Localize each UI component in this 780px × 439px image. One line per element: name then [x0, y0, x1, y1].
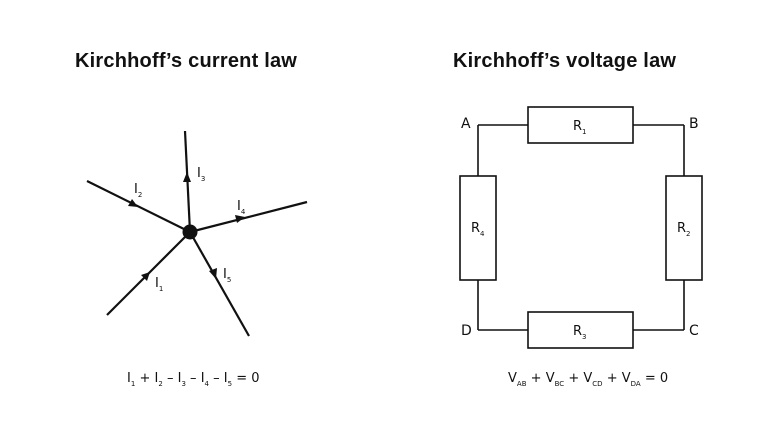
kcl-equation: I1 + I2 – I3 – I4 – I5 = 0 [127, 371, 260, 390]
resistor-r3 [527, 311, 634, 349]
wire-i4 [189, 200, 308, 234]
resistor-r4 [459, 175, 497, 281]
arrow-i3-head [183, 172, 191, 182]
wire-i5 [189, 231, 250, 337]
node-label-c: C [689, 323, 699, 339]
resistor-r1 [527, 106, 634, 144]
node-label-b: B [689, 116, 699, 132]
kvl-title: Kirchhoff’s voltage law [453, 50, 677, 72]
wire-i2 [86, 180, 191, 233]
junction-node [182, 224, 198, 240]
arrow-i5-head [209, 268, 217, 279]
label-i3: I3 [197, 166, 205, 183]
label-r2: R2 [677, 221, 691, 238]
kcl-junction-diagram: I1 I2 I3 I4 I5 [86, 130, 308, 337]
label-r3: R3 [573, 324, 587, 341]
label-i4: I4 [237, 199, 246, 216]
kvl-equation: VAB + VBC + VCD + VDA = 0 [508, 371, 668, 390]
node-label-d: D [461, 323, 472, 339]
arrow-i2-head [128, 199, 138, 207]
arrow-i1-head [141, 272, 150, 281]
label-i1: I1 [155, 276, 163, 293]
kvl-loop-diagram: R1 R2 R3 R4 A B C D [459, 106, 703, 349]
label-i5: I5 [223, 267, 231, 284]
resistor-r2 [665, 175, 703, 281]
kcl-title: Kirchhoff’s current law [75, 50, 298, 72]
label-r4: R4 [471, 221, 485, 238]
label-r1: R1 [573, 119, 587, 136]
arrow-i4-head [235, 215, 245, 223]
label-i2: I2 [134, 182, 142, 199]
node-label-a: A [461, 116, 471, 132]
